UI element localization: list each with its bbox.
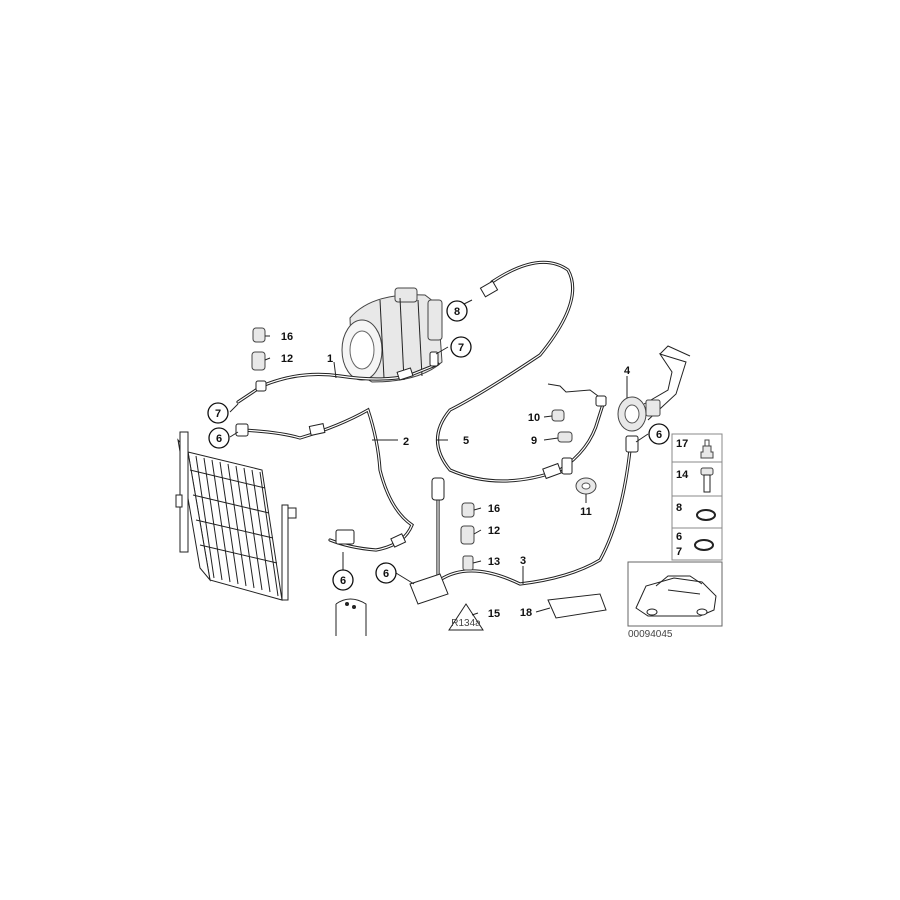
- callout-11: 11: [580, 506, 592, 518]
- callout-5: 5: [463, 435, 469, 447]
- legend-8: 8: [676, 502, 682, 514]
- hose-line-2: [235, 407, 414, 552]
- callout-10: 10: [528, 412, 540, 424]
- callout-6-circled-center: 6: [375, 562, 397, 584]
- expansion-valve: [617, 345, 691, 432]
- callout-8-circled: 8: [446, 300, 468, 322]
- vehicle-thumbnail: [627, 561, 723, 627]
- callout-7-circled-upper: 7: [450, 336, 472, 358]
- svg-text:6: 6: [656, 429, 662, 441]
- callout-3: 3: [520, 555, 526, 567]
- svg-text:R134a: R134a: [451, 618, 481, 629]
- callout-18: 18: [520, 607, 532, 619]
- callout-6-circled-right: 6: [648, 423, 670, 445]
- callout-12-upper: 12: [281, 353, 293, 365]
- callout-6-circled-left: 6: [208, 427, 230, 449]
- callout-1: 1: [327, 353, 333, 365]
- callout-6-circled-bottom: 6: [332, 569, 354, 591]
- callout-12-lower: 12: [488, 525, 500, 537]
- callout-2: 2: [403, 436, 409, 448]
- callout-4: 4: [624, 365, 631, 377]
- hose-line-1: [236, 351, 440, 404]
- dryer-bottle: [335, 598, 367, 636]
- legend-6: 6: [676, 531, 682, 543]
- callout-16-lower: 16: [488, 503, 500, 515]
- condenser: [175, 431, 297, 601]
- callout-15: 15: [488, 608, 500, 620]
- svg-text:6: 6: [340, 575, 346, 587]
- callout-16-upper: 16: [281, 331, 293, 343]
- svg-text:6: 6: [383, 568, 389, 580]
- svg-text:7: 7: [215, 408, 221, 420]
- hose-line-5: [436, 260, 607, 483]
- reference-number: 00094045: [628, 629, 673, 640]
- svg-text:8: 8: [454, 306, 460, 318]
- legend-14: 14: [676, 469, 689, 481]
- warning-label-icon: [448, 603, 484, 631]
- callout-13: 13: [488, 556, 500, 568]
- callout-9: 9: [531, 435, 537, 447]
- legend-17: 17: [676, 438, 688, 450]
- fitting-caps: [251, 327, 607, 619]
- svg-text:6: 6: [216, 433, 222, 445]
- svg-text:7: 7: [458, 342, 464, 354]
- callout-7-circled-lower: 7: [207, 402, 229, 424]
- compressor: [341, 287, 443, 383]
- hose-line-3: [409, 435, 639, 605]
- parts-legend: 17 14 8 6 7: [671, 433, 723, 561]
- legend-7: 7: [676, 546, 682, 558]
